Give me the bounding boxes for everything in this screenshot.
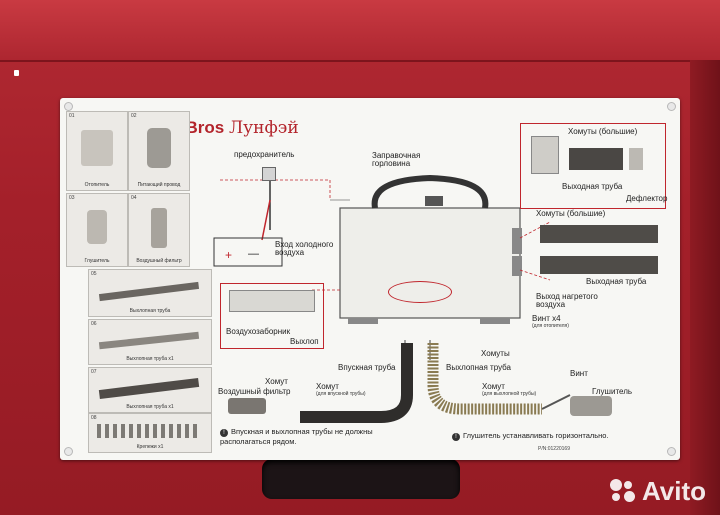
note-text: Впускная и выхлопная трубы не должны рас… [220, 427, 373, 446]
pipe-icon [98, 281, 200, 302]
tile-number: 01 [69, 113, 75, 119]
label-deflector: Дефлектор [626, 194, 668, 203]
battery-minus: — [248, 248, 259, 260]
label-screw: Винт [570, 369, 588, 378]
avito-watermark: Avito [609, 476, 706, 507]
kit-tile-cable: 02 Питающий провод [128, 111, 190, 191]
part-number: P/N:01220169 [538, 446, 570, 452]
label-clamps-large-1: Хомуты (большие) [568, 127, 638, 136]
pipes-diagram [300, 343, 571, 423]
label-clamps: Хомуты [481, 349, 510, 358]
battery-plus: + [225, 248, 233, 262]
pipe-icon [98, 331, 200, 350]
label-filler-neck: Заправочная горловина [372, 151, 421, 169]
controller-icon [147, 128, 171, 168]
tile-number: 05 [91, 271, 97, 277]
tile-number: 07 [91, 369, 97, 375]
pipe-icon [98, 377, 200, 400]
kit-tile-muffler: 03 Глушитель [66, 193, 128, 267]
tile-caption: Выхлопная труба x1 [126, 356, 174, 362]
label-screws: Винт x4 [532, 314, 561, 323]
label-fuse: предохранитель [234, 150, 295, 159]
label-clamp-exhaust-sub: (для выхлопной трубы) [482, 391, 537, 397]
tile-caption: Воздушный фильтр [136, 258, 182, 264]
heater-bottom-icon [229, 290, 315, 312]
brand-cyrillic: Лунфэй [228, 118, 299, 138]
exhaust-adapter-icon [531, 136, 559, 174]
label-outlet-pipe: Выходная труба [586, 277, 647, 286]
avito-logo-icon [609, 479, 638, 503]
exhaust-pipe-icon [569, 148, 623, 170]
bottom-outlet-highlight [388, 281, 452, 303]
label-air-filter: Воздушный фильтр [218, 387, 291, 396]
intake-exhaust-inset [220, 283, 324, 349]
tile-caption: Крепежи x1 [136, 444, 164, 450]
exhaust-inset [520, 123, 666, 209]
warning-icon: ! [452, 433, 460, 441]
label-muffler: Глушитель [592, 387, 633, 396]
avito-wordmark: Avito [641, 476, 706, 506]
tile-caption: Глушитель [84, 258, 110, 264]
deflector-icon [629, 148, 643, 170]
label-cold-air-inlet: Вход холодного воздуха [275, 240, 334, 258]
carry-handle-cutout [262, 459, 460, 499]
fuse-icon [262, 167, 276, 181]
tile-number: 03 [69, 195, 75, 201]
heater-icon [81, 130, 113, 166]
white-sticker [14, 70, 19, 76]
outlet-pipe-icon-2 [540, 256, 658, 274]
label-clamp-air: Хомут [265, 377, 288, 386]
kit-tile-pipe-5: 05 Выхлопная труба [88, 269, 212, 317]
tile-caption: Питающий провод [137, 182, 181, 188]
filter-icon [151, 208, 167, 248]
kit-tile-heater: 01 Отопитель [66, 111, 128, 191]
kit-tile-pipe-6: 06 Выхлопная труба x1 [88, 319, 212, 365]
outlet-pipe-icon-1 [540, 225, 658, 243]
card-rivet [667, 102, 676, 111]
label-clamps-large-2: Хомуты (большие) [536, 209, 606, 218]
note-text: Глушитель устанавливать горизонтально. [463, 431, 609, 440]
note-pipes-apart: !Впускная и выхлопная трубы не должны ра… [220, 427, 416, 446]
label-screws-sub: (для отопителя) [532, 323, 569, 329]
tile-number: 02 [131, 113, 137, 119]
air-filter-icon [228, 398, 266, 414]
label-exhaust-pipe-2: Выхлопная труба [446, 363, 512, 372]
card-rivet [64, 447, 73, 456]
box-side [690, 60, 720, 515]
tile-caption: Выхлопная труба x1 [126, 404, 174, 410]
label-exhaust-pipe: Выходная труба [562, 182, 623, 191]
warning-icon: ! [220, 429, 228, 437]
card-rivet [64, 102, 73, 111]
fasteners-icon [97, 424, 201, 438]
label-intake-pipe: Впускная труба [338, 363, 396, 372]
muffler-part-icon [570, 396, 612, 416]
tile-number: 04 [131, 195, 137, 201]
label-air-intake: Воздухозаборник [226, 327, 291, 336]
muffler-icon [87, 210, 107, 244]
label-clamp-exhaust: Хомут [482, 382, 505, 391]
tile-number: 08 [91, 415, 97, 421]
kit-tile-fasteners: 08 Крепежи x1 [88, 413, 212, 453]
label-clamp-intake-sub: (для впускной трубы) [316, 391, 366, 397]
card-rivet [667, 447, 676, 456]
box-lid-edge [0, 0, 720, 62]
note-muffler-horizontal: !Глушитель устанавливать горизонтально. [452, 431, 642, 441]
kit-tile-air-filter: 04 Воздушный фильтр [128, 193, 190, 267]
tile-caption: Выхлопная труба [129, 308, 171, 314]
label-exhaust: Выхлоп [290, 337, 319, 346]
label-hot-air-outlet: Выход нагретого воздуха [536, 292, 598, 310]
label-clamp-intake: Хомут [316, 382, 339, 391]
tile-number: 06 [91, 321, 97, 327]
kit-tile-pipe-7: 07 Выхлопная труба x1 [88, 367, 212, 413]
tile-caption: Отопитель [84, 182, 110, 188]
